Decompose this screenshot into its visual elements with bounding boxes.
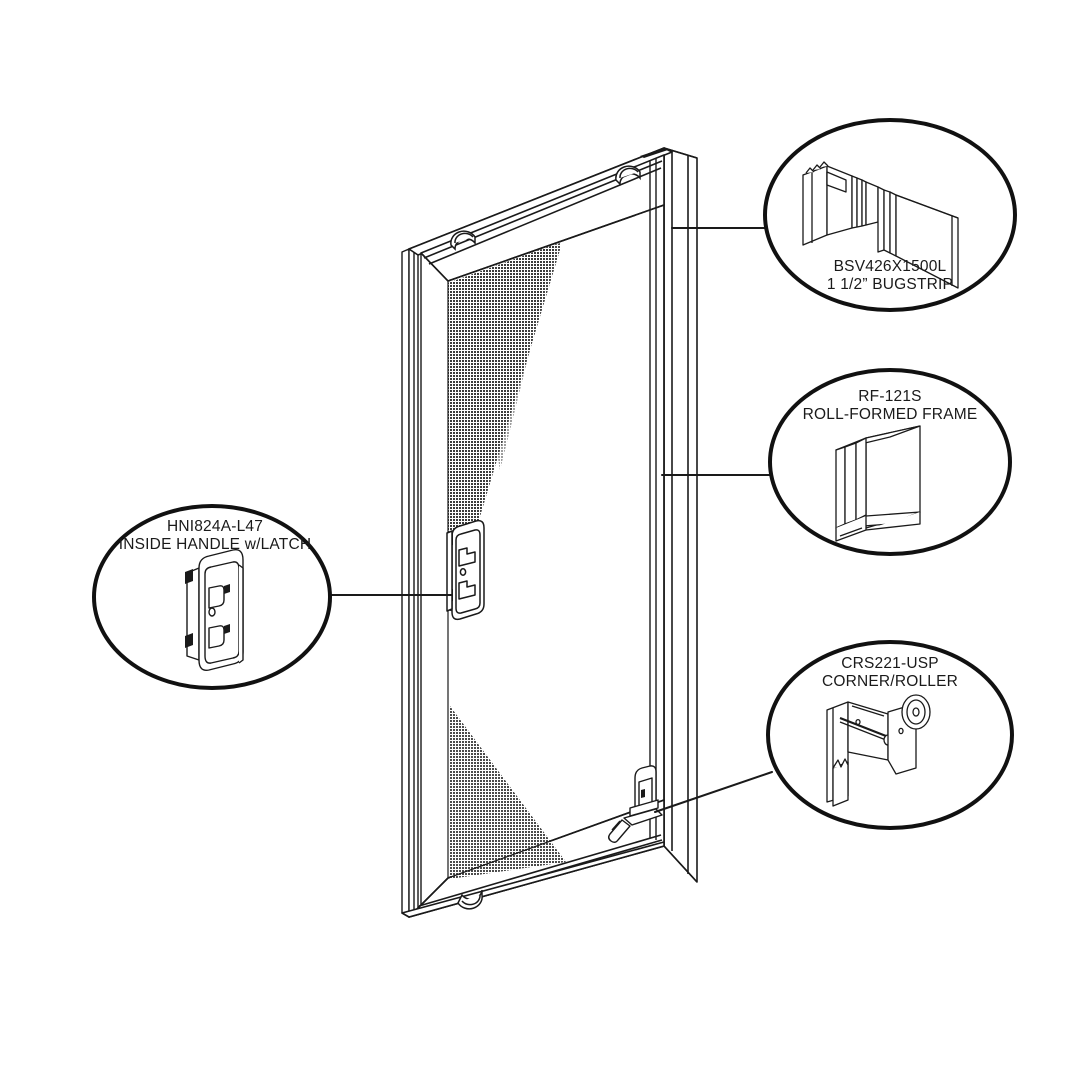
corner-part-number: CRS221-USP: [841, 655, 939, 672]
frame-part-description: ROLL-FORMED FRAME: [802, 406, 978, 424]
leader-lines: [327, 227, 773, 813]
callout-roll-formed-frame[interactable]: [768, 368, 1012, 556]
roll-formed-jamb: [663, 147, 698, 883]
leader-corner: [654, 771, 773, 813]
inside-handle-part-drawing: [185, 549, 244, 671]
top-roller-right: [615, 165, 641, 186]
door-left-stile: [401, 248, 422, 918]
bugstrip-part-number: BSV426X1500L: [833, 258, 947, 275]
bugstrip-part-description: 1 1/2” BUGSTRIP: [826, 276, 954, 294]
callout-label-corner-roller: CRS221-USP CORNER/ROLLER: [760, 655, 1020, 692]
handle-part-description: INSIDE HANDLE w/LATCH: [118, 536, 312, 554]
door-corner-roller-assembly: [608, 765, 663, 843]
bugstrip-part-drawing: [802, 161, 959, 289]
corner-roller-part-drawing: [826, 694, 931, 807]
top-roller-left: [450, 230, 476, 251]
callout-inside-handle[interactable]: [92, 504, 332, 690]
screen-mesh-upper-fade: [470, 246, 556, 470]
door-right-stile: [649, 158, 657, 840]
screen-mesh-lower: [450, 706, 566, 879]
callout-bugstrip[interactable]: [763, 118, 1017, 312]
callout-label-bugstrip: BSV426X1500L 1 1/2” BUGSTRIP: [760, 258, 1020, 295]
door-inside-handle: [446, 519, 485, 621]
roll-formed-frame-part-drawing: [835, 425, 921, 542]
bottom-roller-left: [457, 889, 483, 910]
corner-part-description: CORNER/ROLLER: [821, 673, 959, 691]
handle-part-number: HNI824A-L47: [166, 518, 264, 535]
callout-corner-roller[interactable]: [766, 640, 1014, 830]
screen-opening-boundary: [447, 204, 665, 879]
callout-label-inside-handle: HNI824A-L47 INSIDE HANDLE w/LATCH: [85, 518, 345, 555]
frame-part-number: RF-121S: [858, 388, 922, 405]
callout-label-roll-formed-frame: RF-121S ROLL-FORMED FRAME: [760, 388, 1020, 425]
